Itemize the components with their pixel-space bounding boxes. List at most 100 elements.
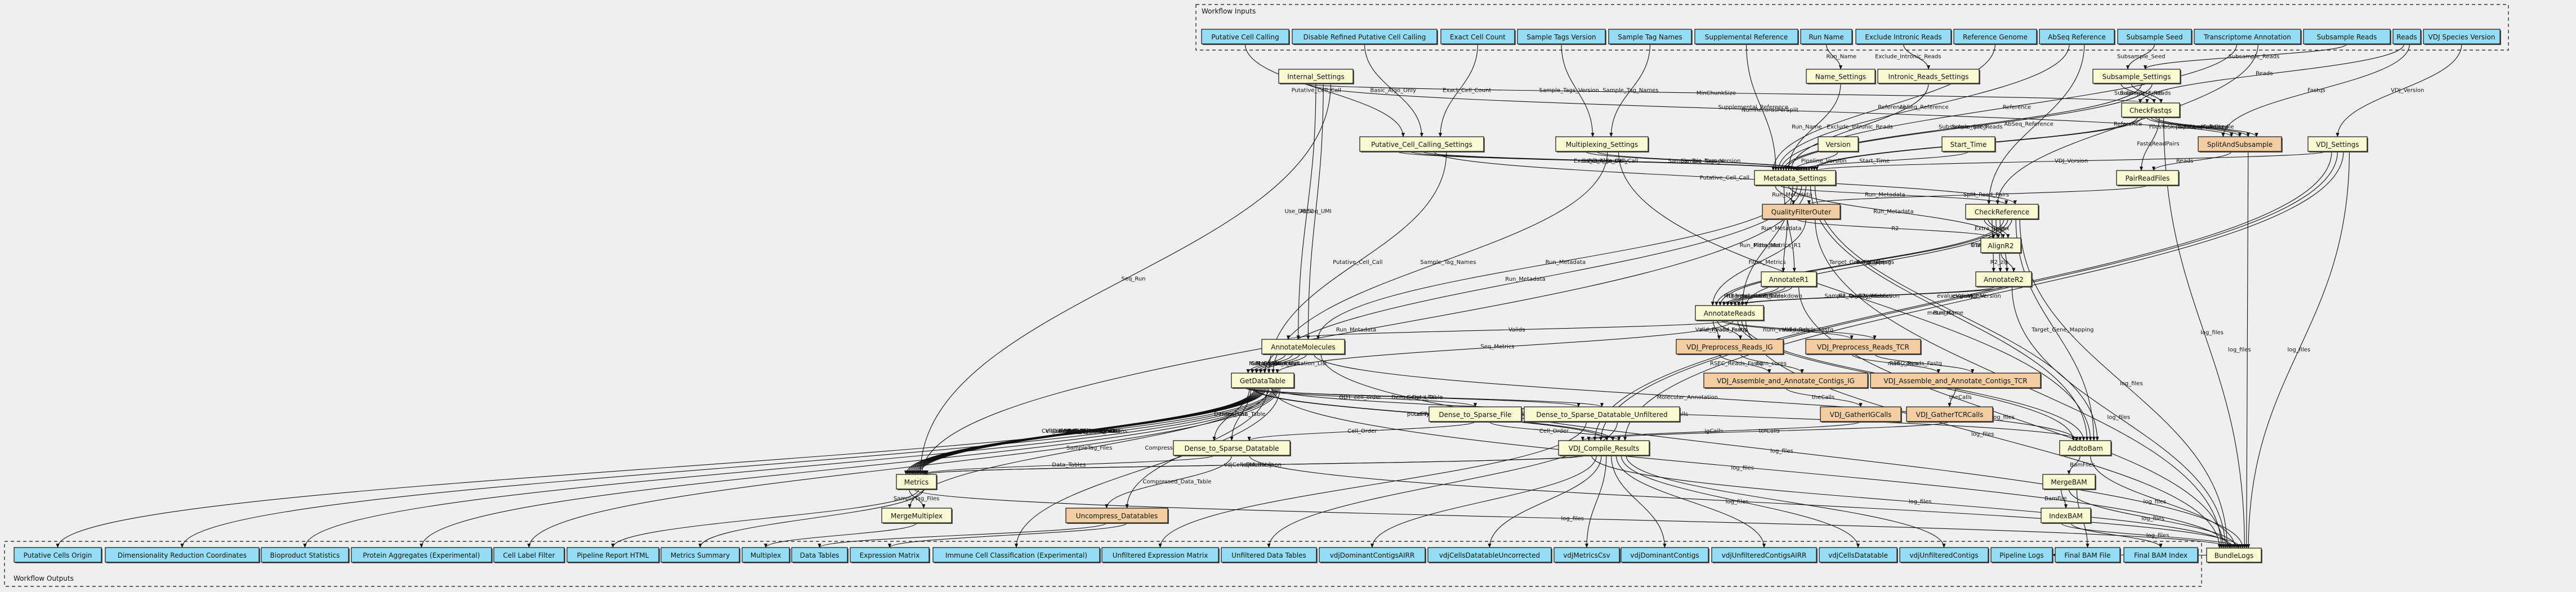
node-label: Unfiltered Data Tables	[1231, 551, 1306, 559]
node-vdj-gathertcr: VDJ_GatherTCRCalls	[1906, 406, 1994, 423]
node-box	[881, 508, 952, 523]
edge-label: NumRecordsPerSplit	[1742, 107, 1799, 114]
edge-Subsample_Settings-to-Metadata_Settings	[1782, 83, 2142, 171]
edge-label: log_files	[1971, 432, 1994, 438]
node-out-icc: Immune Cell Classification (Experimental…	[932, 547, 1101, 563]
node-box	[1703, 373, 1868, 388]
edge-label: Putative_Cell_Call	[1292, 88, 1341, 94]
node-label: AnnotateR1	[1769, 276, 1809, 284]
node-start-time: Start_Time	[1941, 136, 1996, 153]
edge-label: Total_Molecules	[1256, 361, 1300, 367]
edge-AnnotateReads-to-GetDataTable	[1275, 320, 1734, 374]
node-box	[493, 547, 565, 563]
node-label: VDJ_Preprocess_Reads_IG	[1686, 343, 1773, 351]
edge-GetDataTable-to-DSD	[1212, 387, 1250, 441]
node-label: IndexBAM	[2049, 512, 2083, 520]
node-label: SplitAndSubsample	[2207, 141, 2273, 149]
node-box	[1980, 237, 2021, 253]
edge-Metrics-to-BundleLogs	[913, 488, 2233, 549]
node-box	[1975, 271, 2032, 287]
node-annotatereads: AnnotateReads	[1695, 305, 1765, 321]
node-box	[1065, 508, 1168, 523]
edge-DSF-to-VDJ_Compile	[1489, 421, 1621, 441]
node-bundlelogs: BundleLogs	[2206, 548, 2262, 563]
edge-label: Valid_Reads_Fastq	[1695, 327, 1747, 333]
edge-VDJ_Asm_IG-to-VDJ_GatherIG	[1785, 387, 1863, 407]
edge-in_run-to-Name_Settings	[1825, 43, 1843, 70]
edge-VDJ_Compile-to-out_v5	[1615, 455, 1766, 548]
node-out-v7: vdjUnfilteredContigs	[1899, 547, 1989, 563]
node-box	[1906, 406, 1993, 422]
node-box	[1990, 547, 2053, 563]
edge-label: Dense_Data_Table	[1214, 411, 1265, 418]
edge-label: num_cores	[1888, 361, 1918, 367]
node-label: AddtoBam	[2068, 445, 2103, 452]
edge-label: Subsample_Seed	[2114, 91, 2162, 97]
edge-label: Exclude_Intronic_Reads	[1875, 54, 1941, 60]
edge-label: Molecular_Annotation	[1657, 394, 1718, 401]
edge-label: AbSeq_UMI	[1300, 209, 1332, 215]
edge-Name_Settings-to-Metadata_Settings	[1787, 83, 1841, 171]
edge-label: Putative_Cell_Call	[1333, 259, 1382, 266]
edge-GetDataTable-to-out_clf	[527, 387, 1279, 548]
node-label: Start_Time	[1950, 141, 1987, 149]
edge-label: RSEC_Reads_Fastq	[1710, 361, 1762, 367]
edge-label: Full_Genes	[1864, 259, 1894, 266]
edge-VDJ_Pre_IG-to-VDJ_Asm_IG	[1718, 353, 1771, 374]
node-label: Disable Refined Putative Cell Calling	[1303, 33, 1426, 41]
edge-label: Split_Read_Pairs	[1963, 192, 2009, 198]
node-label: Transcriptome Annotation	[2203, 33, 2291, 41]
node-in-exact: Exact Cell Count	[1440, 29, 1516, 45]
edge-Multiplexing_Settings-to-GetDataTable	[1271, 151, 1608, 374]
node-out-bai: Final BAM Index	[2123, 547, 2199, 563]
edge-label: Index	[1994, 226, 2010, 232]
edge-label: Run_Metadata	[1873, 209, 1914, 215]
node-box	[1553, 547, 1620, 563]
edge-DSD-to-BundleLogs	[1249, 455, 2243, 549]
edge-label: Seq_Metrics	[1481, 344, 1515, 350]
edge-in_reads-to-CheckFastqs	[2138, 43, 2405, 104]
nodes-layer: Putative Cell Calling Disable Refined Put…	[14, 29, 2501, 563]
edge-label: Filter_Metrics_R1	[1753, 243, 1801, 249]
edge-AnnotateMolecules-to-GetDataTable	[1254, 353, 1300, 374]
node-label: VDJ_Assemble_and_Annotate_Contigs_IG	[1717, 377, 1855, 385]
edge-label: Extra_Seqs	[1856, 259, 1887, 266]
node-box	[1941, 136, 1995, 152]
node-box	[2039, 29, 2115, 44]
edge-Metrics-to-MergeMultiplex	[909, 488, 926, 509]
node-label: QualityFilterOuter	[1771, 208, 1832, 216]
edge-in_abseq-to-CheckReference	[1987, 43, 2085, 205]
node-box	[2303, 29, 2391, 44]
edge-label: Start_Time	[1859, 158, 1890, 164]
node-label: Immune Cell Classification (Experimental…	[945, 551, 1087, 559]
edge-label: Visual_Metrics_MolsPerCell	[1046, 428, 1121, 434]
node-out-bam: Final BAM File	[2055, 547, 2121, 563]
edge-CheckFastqs-to-PairReadFiles	[2139, 116, 2160, 171]
edge-VDJ_Compile-to-Metrics	[925, 455, 1587, 475]
node-alignr2: AlignR2	[1980, 237, 2022, 254]
node-out-dt: Data Tables	[791, 547, 849, 563]
edge-VDJ_Compile-to-out_v7	[1626, 455, 1946, 548]
edge-AnnotateMolecules-to-AddtoBam	[1313, 353, 2079, 441]
edge-label: Valids	[1508, 327, 1525, 333]
edge-label: Sample_Tag_Archives	[1058, 428, 1118, 434]
node-out-uem: Unfiltered Expression Matrix	[1101, 547, 1220, 563]
edge-label: Putative_Cell_Call	[1588, 158, 1638, 164]
node-box	[2423, 29, 2501, 44]
edge-label: SampleTag_Files	[1066, 445, 1112, 451]
edge-label: log_files	[1731, 465, 1754, 472]
node-internal-settings: Internal_Settings	[1278, 69, 1354, 84]
node-box	[1231, 373, 1294, 388]
node-box	[2092, 69, 2181, 84]
node-box	[791, 547, 848, 563]
edge-label: Subsample_Seed	[2117, 54, 2165, 60]
node-label: Putative Cell Calling	[1211, 33, 1279, 41]
edge-GetDataTable-to-out_icc	[1014, 387, 1280, 548]
edge-Internal_Settings-to-AnnotateMolecules	[1296, 83, 1316, 340]
edge-CheckReference-to-AlignR2	[1984, 218, 2005, 239]
node-box	[850, 547, 930, 563]
node-label: VDJ_GatherIGCalls	[1830, 411, 1892, 419]
node-in-stv: Sample Tags Version	[1517, 29, 1606, 45]
node-label: Reads	[2396, 33, 2417, 41]
node-annotater1: AnnotateR1	[1761, 271, 1818, 288]
